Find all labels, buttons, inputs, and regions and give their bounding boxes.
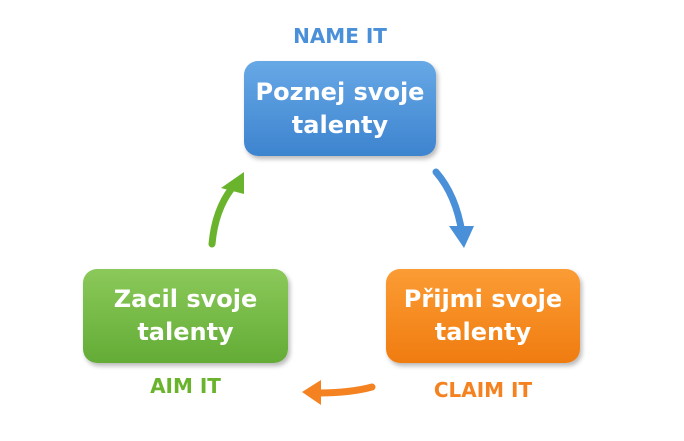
arrow-aim-to-name [208, 172, 244, 248]
aim-it-label: AIM IT [150, 374, 221, 398]
node-claim-line2: talenty [434, 318, 532, 346]
node-prijmi-svoje-talenty: Přijmi svoje talenty [386, 269, 580, 363]
node-aim-line2: talenty [137, 318, 234, 346]
node-name-line2: talenty [291, 110, 389, 139]
node-zacil-svoje-talenty: Zacil svoje talenty [83, 269, 288, 363]
node-claim-line1: Přijmi svoje [403, 285, 563, 313]
node-poznej-svoje-talenty: Poznej svoje talenty [244, 61, 436, 156]
arrow-name-to-claim [432, 168, 474, 248]
node-aim-line1: Zacil svoje [113, 285, 258, 313]
claim-it-label: CLAIM IT [433, 378, 533, 402]
name-it-label: NAME IT [293, 24, 387, 48]
arrow-claim-to-aim [302, 380, 376, 405]
node-name-line1: Poznej svoje [255, 77, 425, 106]
